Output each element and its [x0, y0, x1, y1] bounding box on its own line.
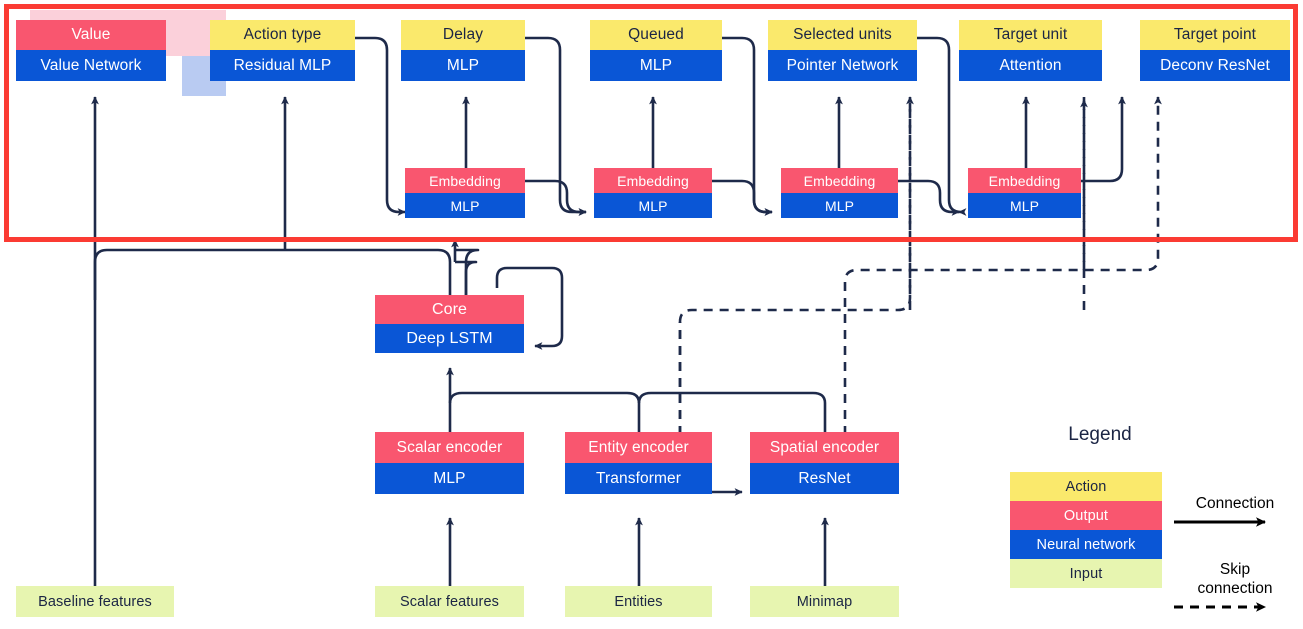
head-target-unit-network: Attention — [959, 50, 1102, 81]
embedding-target-unit[interactable]: Embedding MLP — [968, 168, 1081, 218]
encoder-entity[interactable]: Entity encoder Transformer — [565, 432, 712, 494]
input-baseline-features-label: Baseline features — [16, 586, 174, 617]
head-delay[interactable]: Delay MLP — [401, 20, 525, 81]
encoder-entity-network: Transformer — [565, 463, 712, 494]
head-target-point-network: Deconv ResNet — [1140, 50, 1290, 81]
head-selected-units[interactable]: Selected units Pointer Network — [768, 20, 917, 81]
head-queued-network: MLP — [590, 50, 722, 81]
input-entities[interactable]: Entities — [565, 586, 712, 617]
legend-item-input: Input — [1010, 559, 1162, 588]
head-target-point[interactable]: Target point Deconv ResNet — [1140, 20, 1290, 81]
head-action-type-network: Residual MLP — [210, 50, 355, 81]
core-module[interactable]: Core Deep LSTM — [375, 295, 524, 353]
head-selected-units-network: Pointer Network — [768, 50, 917, 81]
legend-item-neural-network: Neural network — [1010, 530, 1162, 559]
encoder-scalar-network: MLP — [375, 463, 524, 494]
embedding-queued-output: Embedding — [594, 168, 712, 193]
embedding-delay-network: MLP — [405, 193, 525, 218]
input-minimap[interactable]: Minimap — [750, 586, 899, 617]
input-entities-label: Entities — [565, 586, 712, 617]
head-delay-action: Delay — [401, 20, 525, 50]
legend-item-output: Output — [1010, 501, 1162, 530]
embedding-selected-units-output: Embedding — [781, 168, 898, 193]
embedding-queued[interactable]: Embedding MLP — [594, 168, 712, 218]
encoder-scalar[interactable]: Scalar encoder MLP — [375, 432, 524, 494]
core-output-label: Core — [375, 295, 524, 324]
core-network-label: Deep LSTM — [375, 324, 524, 353]
input-scalar-features-label: Scalar features — [375, 586, 524, 617]
input-scalar-features[interactable]: Scalar features — [375, 586, 524, 617]
head-queued-action: Queued — [590, 20, 722, 50]
embedding-queued-network: MLP — [594, 193, 712, 218]
head-selected-units-action: Selected units — [768, 20, 917, 50]
encoder-scalar-output: Scalar encoder — [375, 432, 524, 463]
legend-skip-label-line1: Skip — [1219, 561, 1251, 578]
head-target-unit[interactable]: Target unit Attention — [959, 20, 1102, 81]
legend-connection-label: Connection — [1195, 495, 1275, 512]
head-value-network: Value Network — [16, 50, 166, 81]
head-target-point-action: Target point — [1140, 20, 1290, 50]
legend-skip-label-line2: connection — [1197, 580, 1273, 597]
legend-color-key: Action Output Neural network Input — [1010, 472, 1162, 588]
encoder-spatial-network: ResNet — [750, 463, 899, 494]
embedding-selected-units-network: MLP — [781, 193, 898, 218]
legend-item-action: Action — [1010, 472, 1162, 501]
encoder-entity-output: Entity encoder — [565, 432, 712, 463]
head-delay-network: MLP — [401, 50, 525, 81]
encoder-spatial[interactable]: Spatial encoder ResNet — [750, 432, 899, 494]
encoder-spatial-output: Spatial encoder — [750, 432, 899, 463]
head-value[interactable]: Value Value Network — [16, 20, 166, 81]
embedding-delay-output: Embedding — [405, 168, 525, 193]
legend-title: Legend — [1068, 424, 1132, 445]
legend-arrows — [1174, 517, 1266, 612]
head-action-type-action: Action type — [210, 20, 355, 50]
embedding-delay[interactable]: Embedding MLP — [405, 168, 525, 218]
head-value-action: Value — [16, 20, 166, 50]
highlight-rectangle — [4, 4, 1298, 242]
head-action-type[interactable]: Action type Residual MLP — [210, 20, 355, 81]
legend: Legend Action Output Neural network Inpu… — [960, 418, 1303, 623]
head-queued[interactable]: Queued MLP — [590, 20, 722, 81]
head-target-unit-action: Target unit — [959, 20, 1102, 50]
input-baseline-features[interactable]: Baseline features — [16, 586, 174, 617]
input-minimap-label: Minimap — [750, 586, 899, 617]
embedding-selected-units[interactable]: Embedding MLP — [781, 168, 898, 218]
embedding-target-unit-network: MLP — [968, 193, 1081, 218]
embedding-target-unit-output: Embedding — [968, 168, 1081, 193]
